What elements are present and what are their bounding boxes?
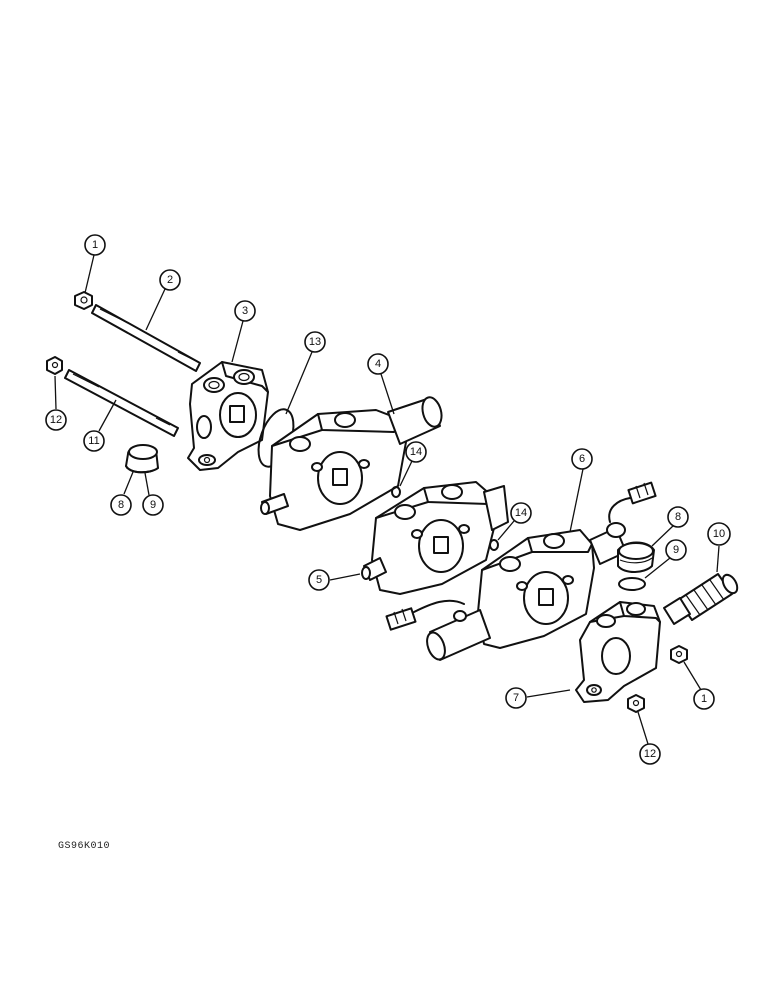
- callout-12-left: 12: [45, 409, 67, 431]
- callout-13: 13: [304, 331, 326, 353]
- callout-10: 10: [707, 522, 731, 546]
- callout-8-right: 8: [667, 506, 689, 528]
- part-nut-top: [74, 291, 93, 310]
- callout-label: 12: [50, 414, 62, 426]
- part-nut-right: [670, 645, 688, 664]
- callout-label: 5: [316, 574, 322, 586]
- leader-lines: [54, 254, 720, 745]
- callout-11: 11: [83, 430, 105, 452]
- callout-5: 5: [308, 569, 330, 591]
- callout-label: 6: [579, 453, 585, 465]
- part-section-spool-3: [385, 481, 657, 661]
- callout-label: 8: [675, 511, 681, 523]
- part-plug-right: [617, 541, 655, 573]
- part-plug-left: [125, 444, 159, 474]
- callout-9-left: 9: [142, 494, 164, 516]
- callout-1-top: 1: [84, 234, 106, 256]
- callout-label: 4: [375, 358, 381, 370]
- callout-12-bottom: 12: [639, 743, 661, 765]
- part-nut-left: [46, 356, 63, 375]
- callout-2: 2: [159, 269, 181, 291]
- callout-3: 3: [234, 300, 256, 322]
- part-tie-rod-lower: [64, 369, 179, 437]
- part-nut-bottom: [627, 694, 645, 713]
- callout-label: 2: [167, 274, 173, 286]
- callout-label: 9: [150, 499, 156, 511]
- callout-label: 7: [513, 692, 519, 704]
- callout-9-right: 9: [665, 539, 687, 561]
- callout-1-right: 1: [693, 688, 715, 710]
- part-o-ring-right: [618, 577, 646, 591]
- callout-label: 9: [673, 544, 679, 556]
- callout-label: 10: [713, 528, 725, 540]
- part-outlet-cover: [575, 601, 661, 703]
- callout-label: 1: [92, 239, 98, 251]
- callout-8-left: 8: [110, 494, 132, 516]
- part-relief-valve: [663, 573, 739, 625]
- part-section-spool-2: [361, 481, 509, 595]
- callout-4: 4: [367, 353, 389, 375]
- callout-label: 3: [242, 305, 248, 317]
- callout-14-first: 14: [405, 441, 427, 463]
- callout-label: 13: [309, 336, 321, 348]
- callout-label: 11: [88, 435, 99, 447]
- part-inlet-cover: [187, 361, 269, 471]
- callout-label: 1: [701, 693, 707, 705]
- callout-7: 7: [505, 687, 527, 709]
- callout-label: 14: [410, 446, 422, 458]
- callout-label: 14: [515, 507, 527, 519]
- figure-code: GS96K010: [58, 841, 111, 852]
- callout-14-second: 14: [510, 502, 532, 524]
- part-o-ring-small-1: [391, 486, 401, 498]
- part-section-spool-1: [260, 396, 443, 531]
- callout-label: 12: [644, 748, 656, 760]
- callout-label: 8: [118, 499, 124, 511]
- part-tie-rod-upper: [91, 304, 201, 372]
- callout-6: 6: [571, 448, 593, 470]
